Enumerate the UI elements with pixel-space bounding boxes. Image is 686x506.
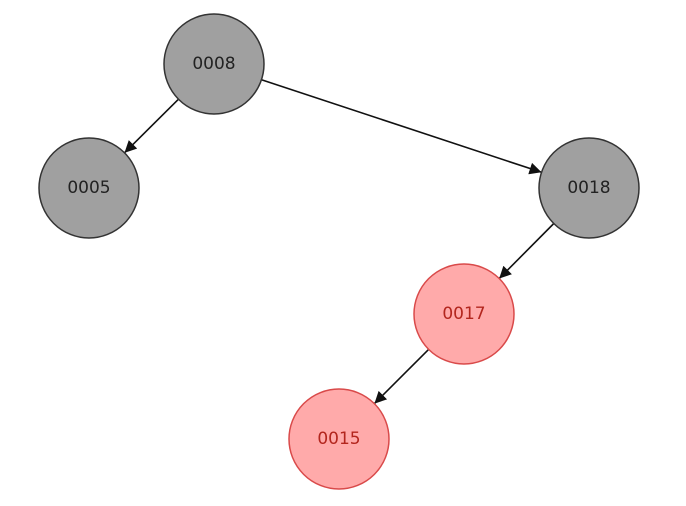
node-circle [288,388,390,490]
node-label: 0005 [67,178,110,198]
node-label: 0017 [442,304,485,324]
node-circle [38,137,140,239]
edges-layer [123,78,555,405]
node-label: 0018 [567,178,610,198]
edge-0018-to-0017 [498,222,555,280]
nodes-layer: 0008 0005 0018 0017 0015 [38,13,640,490]
edge-0008-to-0005 [123,98,180,154]
tree-node-0017: 0017 [413,263,515,365]
node-circle [538,137,640,239]
edge-0008-to-0018 [261,78,542,175]
node-label: 0015 [317,429,360,449]
node-circle [163,13,265,115]
edge-0017-to-0015 [373,348,430,405]
tree-node-0015: 0015 [288,388,390,490]
node-label: 0008 [192,54,235,74]
node-circle [413,263,515,365]
tree-node-0008: 0008 [163,13,265,115]
tree-node-0005: 0005 [38,137,140,239]
tree-node-0018: 0018 [538,137,640,239]
